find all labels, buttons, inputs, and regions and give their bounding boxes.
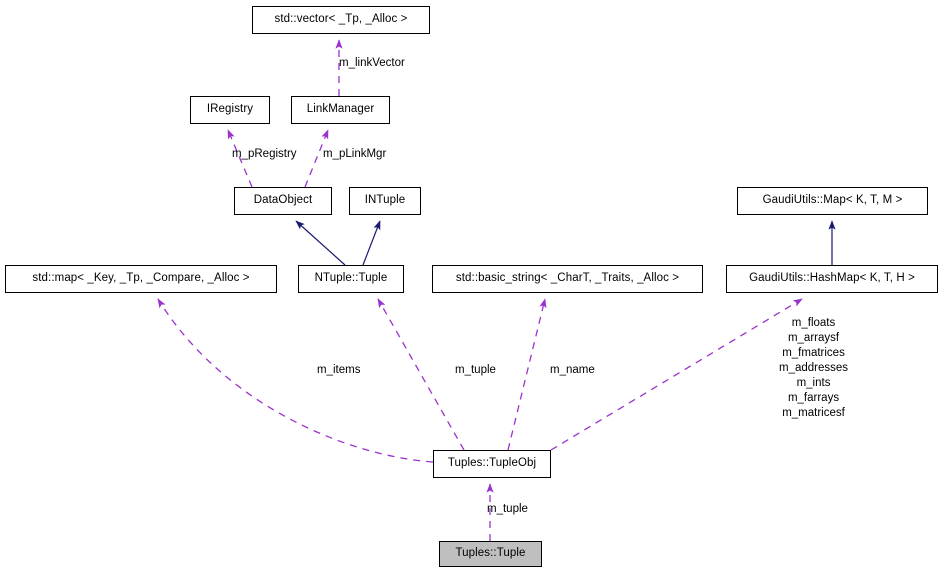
edge-label-m-tuple-middle: m_tuple <box>455 364 496 376</box>
edge-label-m-pregistry: m_pRegistry <box>232 148 297 160</box>
edge-ntupletuple-to-dataobject <box>295 220 346 266</box>
edge-label-m-items: m_items <box>317 364 361 376</box>
edge-ntupletuple-to-intuple <box>362 220 381 266</box>
edge-label-m-linkvector: m_linkVector <box>339 57 405 69</box>
class-node-std-map[interactable]: std::map< _Key, _Tp, _Compare, _Alloc > <box>5 265 277 293</box>
class-node-intuple[interactable]: INTuple <box>349 187 421 215</box>
edge-tupleobj-to-ntupletuple <box>377 298 465 451</box>
class-node-tuples-tupleobj[interactable]: Tuples::TupleObj <box>433 450 551 478</box>
edge-label-m-plinkmgr: m_pLinkMgr <box>323 148 387 160</box>
edge-label-m-name: m_name <box>550 364 595 376</box>
edge-tupleobj-to-basicstring <box>507 298 547 451</box>
class-node-linkmanager[interactable]: LinkManager <box>291 96 390 124</box>
class-node-iregistry[interactable]: IRegistry <box>190 96 270 124</box>
class-node-ntuple-tuple[interactable]: NTuple::Tuple <box>298 265 404 293</box>
class-node-std-vector[interactable]: std::vector< _Tp, _Alloc > <box>252 6 430 34</box>
class-node-tuples-tuple[interactable]: Tuples::Tuple <box>439 541 542 567</box>
class-node-dataobject[interactable]: DataObject <box>234 187 332 215</box>
edge-label-m-tuple-bottom: m_tuple <box>487 503 528 515</box>
class-node-gaudiutils-hashmap[interactable]: GaudiUtils::HashMap< K, T, H > <box>726 265 938 293</box>
class-node-gaudiutils-map[interactable]: GaudiUtils::Map< K, T, M > <box>737 187 928 215</box>
edge-tupleobj-to-stdmap <box>157 298 434 463</box>
class-node-std-basic-string[interactable]: std::basic_string< _CharT, _Traits, _All… <box>432 265 703 293</box>
edge-label-hashmap-members: m_floats m_arraysf m_fmatrices m_address… <box>779 317 849 419</box>
